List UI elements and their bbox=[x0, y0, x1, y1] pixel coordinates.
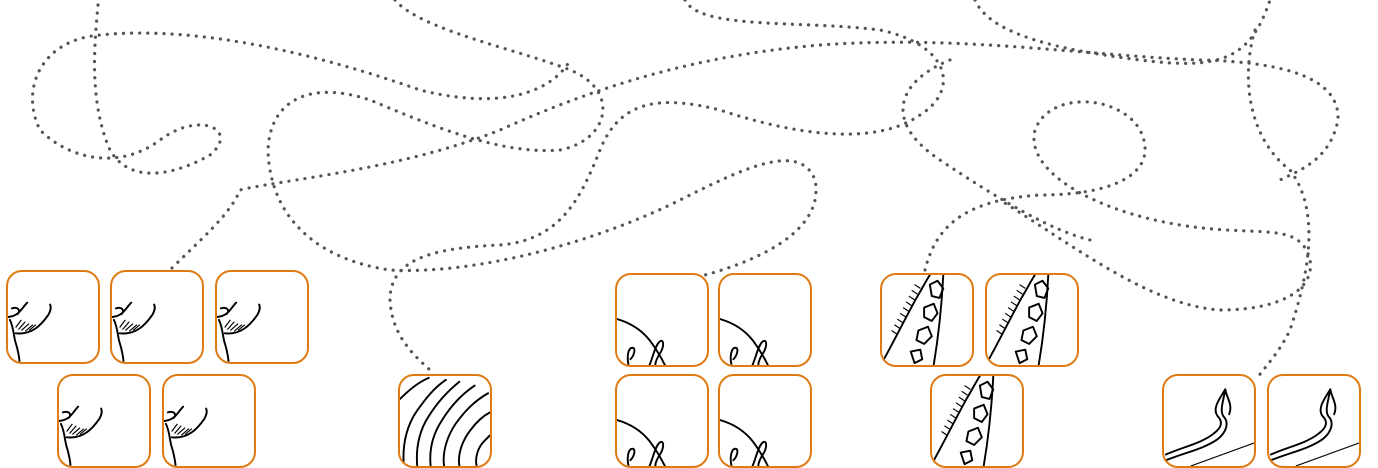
tile-curl-stem-2[interactable] bbox=[1267, 374, 1361, 468]
dotted-trail-6 bbox=[925, 102, 1310, 310]
tile-curve-loops-3[interactable] bbox=[615, 374, 709, 468]
dotted-trail-1 bbox=[33, 5, 571, 173]
cracked-bark-icon bbox=[987, 275, 1077, 365]
tile-curve-loops-4[interactable] bbox=[718, 374, 812, 468]
tile-leaf-tip-4[interactable] bbox=[57, 374, 151, 468]
leaf-tip-icon bbox=[8, 272, 98, 362]
tile-cracked-bark-1[interactable] bbox=[880, 273, 974, 367]
tile-cracked-bark-2[interactable] bbox=[985, 273, 1079, 367]
tile-curl-stem-1[interactable] bbox=[1162, 374, 1256, 468]
leaf-tip-icon bbox=[217, 272, 307, 362]
dotted-trail-5 bbox=[975, 0, 1270, 63]
dotted-trail-8 bbox=[903, 60, 1090, 240]
curve-loops-icon bbox=[720, 275, 810, 365]
tile-leaf-tip-2[interactable] bbox=[110, 270, 204, 364]
wavy-stripes-icon bbox=[400, 376, 490, 466]
tile-curve-loops-2[interactable] bbox=[718, 273, 812, 367]
cracked-bark-icon bbox=[932, 376, 1022, 466]
tile-leaf-tip-1[interactable] bbox=[6, 270, 100, 364]
dotted-trail-2 bbox=[172, 42, 1338, 268]
tile-curve-loops-1[interactable] bbox=[615, 273, 709, 367]
tile-leaf-tip-5[interactable] bbox=[162, 374, 256, 468]
tile-cracked-bark-3[interactable] bbox=[930, 374, 1024, 468]
tile-wavy-stripes-1[interactable] bbox=[398, 374, 492, 468]
curve-loops-icon bbox=[720, 376, 810, 466]
curl-stem-icon bbox=[1269, 376, 1359, 466]
dotted-trail-3 bbox=[268, 0, 816, 275]
tile-leaf-tip-3[interactable] bbox=[215, 270, 309, 364]
curve-loops-icon bbox=[617, 275, 707, 365]
leaf-tip-icon bbox=[59, 376, 149, 466]
curve-loops-icon bbox=[617, 376, 707, 466]
curl-stem-icon bbox=[1164, 376, 1254, 466]
dotted-trail-7 bbox=[1248, 30, 1309, 380]
leaf-tip-icon bbox=[164, 376, 254, 466]
cracked-bark-icon bbox=[882, 275, 972, 365]
leaf-tip-icon bbox=[112, 272, 202, 362]
